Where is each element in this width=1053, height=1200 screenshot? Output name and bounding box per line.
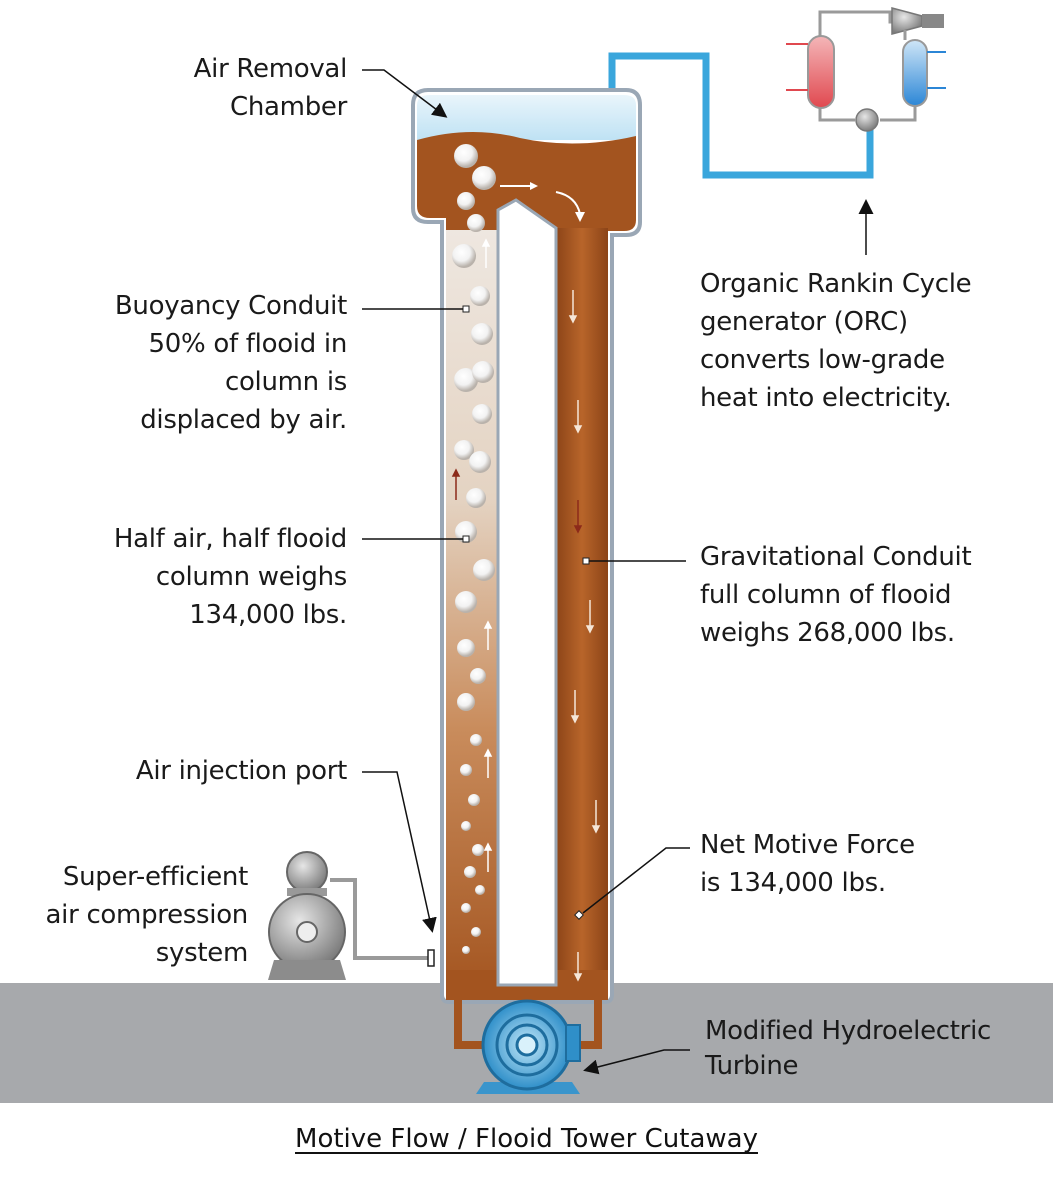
- label-air-injection-port: Air injection port: [135, 756, 347, 786]
- air-bubbles: [452, 144, 496, 954]
- diagram-caption: Motive Flow / Flooid Tower Cutaway: [0, 1124, 1053, 1154]
- divider-wall: [496, 198, 558, 987]
- orc-generator: [786, 7, 946, 132]
- tower: [411, 88, 642, 1004]
- turbine: [476, 999, 581, 1094]
- caption-text: Motive Flow / Flooid Tower Cutaway: [295, 1124, 758, 1154]
- leader-lines: [362, 69, 874, 1075]
- orc-pipe: [608, 52, 874, 179]
- compressor: [268, 851, 435, 980]
